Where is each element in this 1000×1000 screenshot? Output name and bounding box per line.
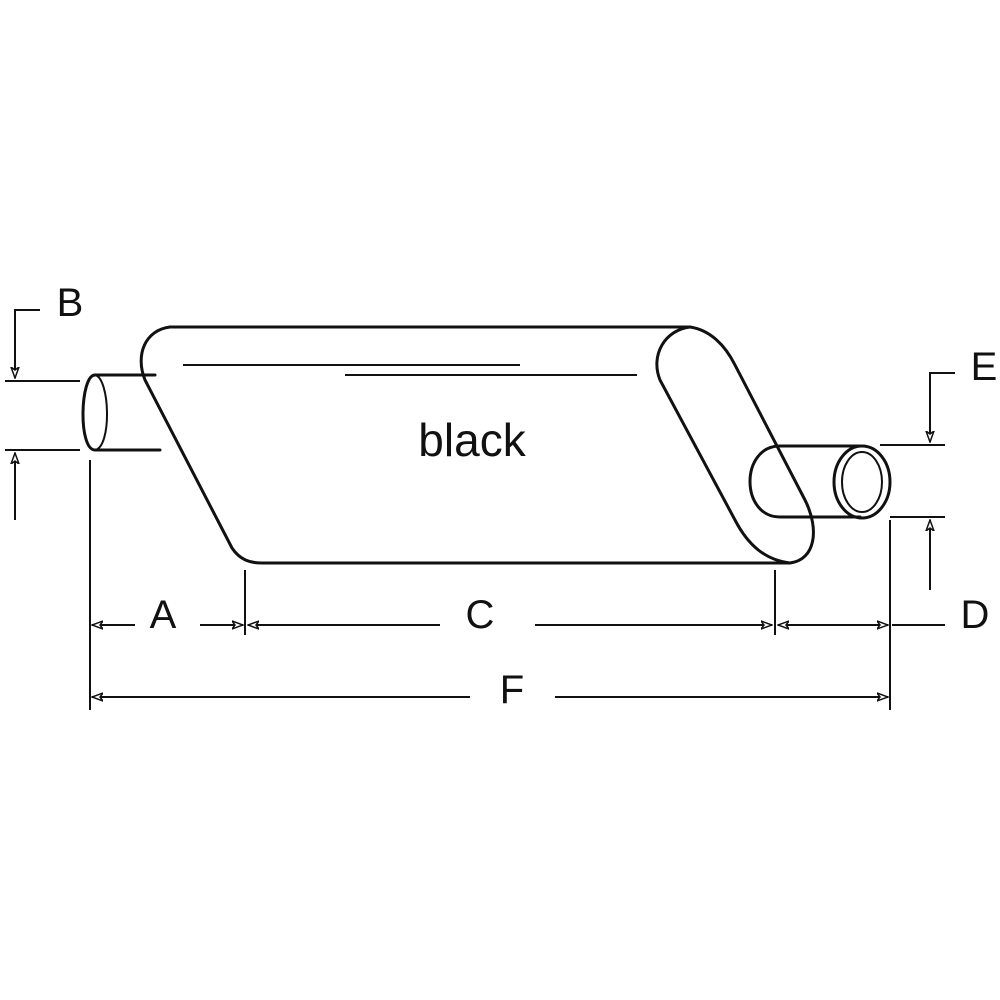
dimension-label-f: F — [499, 668, 525, 712]
inlet-pipe — [81, 373, 162, 452]
dimension-label-b: B — [56, 281, 84, 325]
color-label: black — [418, 414, 526, 466]
muffler-body — [139, 325, 815, 565]
dimension-label-e: E — [970, 345, 998, 389]
dimension-lines — [5, 309, 955, 710]
dimension-label-d: D — [960, 593, 990, 637]
dimension-label-a: A — [149, 593, 177, 637]
dimension-label-c: C — [465, 593, 495, 637]
outlet-pipe — [748, 444, 892, 520]
